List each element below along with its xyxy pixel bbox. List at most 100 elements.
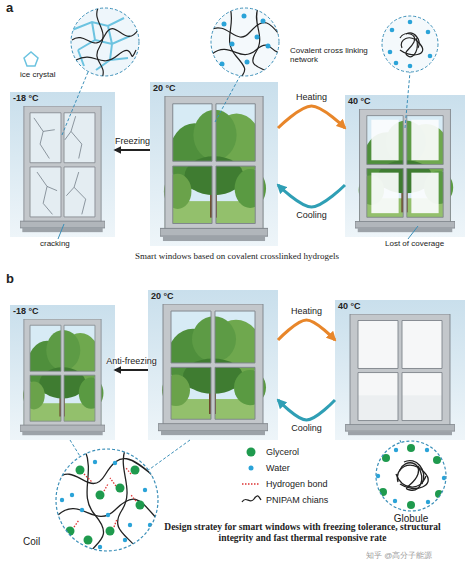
water-molecule — [425, 448, 429, 452]
scene-panel — [148, 290, 278, 440]
callout-leader — [58, 224, 64, 239]
glycerol-molecule — [407, 444, 415, 452]
legend-item: PNIPAM chians — [240, 494, 328, 506]
glycerol-molecule — [433, 456, 441, 464]
water-molecule — [428, 54, 433, 59]
glycerol-molecule — [136, 501, 145, 510]
water-molecule — [393, 499, 397, 503]
water-molecule — [98, 545, 102, 549]
legend-sample — [240, 446, 262, 458]
globule-background — [376, 441, 446, 511]
window-frame — [345, 314, 455, 435]
polymer-chain — [72, 29, 138, 43]
water-molecule — [93, 460, 97, 464]
panel-caption: Smart windows based on covalent crosslin… — [0, 251, 474, 261]
water-molecule — [388, 50, 393, 55]
leader-line — [400, 440, 402, 443]
process-arrow — [278, 400, 335, 420]
water-molecule — [143, 488, 147, 492]
window-panel: 20 °C — [148, 290, 278, 440]
water-molecule — [394, 448, 398, 452]
zoom-circle — [211, 8, 279, 76]
window-frame — [160, 96, 268, 241]
polymer-chain — [210, 23, 282, 38]
zoom-circle-node: Globule — [375, 440, 447, 512]
scene-panel — [335, 300, 465, 440]
legend-label: Glycerol — [266, 447, 299, 457]
glycerol-molecule — [131, 466, 140, 475]
legend-chain-sample — [242, 496, 261, 502]
collapsed-network — [388, 20, 433, 69]
annotation: cracking — [40, 239, 70, 248]
polymer-chain — [406, 33, 419, 48]
zoom-circle — [71, 8, 139, 76]
zoom-circle — [382, 16, 438, 72]
coil-structure — [56, 450, 158, 552]
window-frame — [20, 319, 105, 435]
window-panel: -18 °C — [10, 305, 115, 440]
process-arrow — [278, 185, 345, 207]
pnipam-chain — [404, 461, 424, 484]
leader-line — [148, 440, 190, 470]
polymer-chain — [212, 45, 282, 54]
legend-item: Glycerol — [240, 446, 299, 458]
legend-sample — [240, 462, 262, 474]
legend-line-sample — [242, 483, 260, 485]
globule-structure — [376, 444, 446, 509]
scene-panel — [10, 305, 115, 440]
process-arrow — [115, 369, 148, 371]
arrow-label: Anti-freezing — [92, 356, 172, 366]
temperature-label: 40 °C — [348, 96, 371, 106]
legend-item: Hydrogen bond — [240, 478, 328, 490]
arrow-label: Freezing — [93, 136, 173, 146]
window-panel: 40 °C — [345, 95, 465, 237]
scene-panel — [150, 82, 278, 246]
arrow-label: Heating — [267, 306, 347, 316]
process-arrow — [115, 149, 150, 151]
temperature-label: 40 °C — [338, 301, 361, 311]
water-molecule — [60, 498, 64, 502]
process-arrow — [278, 106, 345, 128]
water-molecule — [255, 35, 260, 40]
polymer-chain — [97, 8, 104, 78]
glycerol-molecule — [407, 501, 415, 509]
circle-outline — [375, 440, 447, 512]
legend-swatch — [249, 466, 254, 471]
window-frame — [20, 106, 105, 232]
panel-letter: b — [6, 272, 14, 287]
temperature-label: 20 °C — [153, 83, 176, 93]
temperature-label: -18 °C — [13, 306, 39, 316]
zoom-leader — [62, 72, 88, 135]
water-molecule — [220, 62, 225, 67]
structure-label: Coil — [23, 536, 40, 547]
annotation: ice crystal — [20, 70, 56, 79]
hydrogen-bond — [74, 468, 136, 527]
callout-leader — [408, 226, 418, 239]
water-molecule — [128, 523, 132, 527]
window-panel: 20 °C — [150, 82, 278, 246]
zoom-leader — [405, 72, 410, 128]
water-molecule — [70, 493, 74, 497]
annotation: Covalent cross linking network — [290, 46, 382, 64]
legend-label: PNIPAM chians — [266, 495, 328, 505]
scene-panel — [345, 95, 465, 237]
glycerol-molecule — [96, 491, 105, 500]
circle-outline — [376, 441, 446, 511]
circle-outline — [56, 449, 158, 551]
ice-network — [72, 8, 138, 78]
water-molecule — [394, 61, 399, 66]
water-molecule — [113, 461, 117, 465]
water-molecule — [123, 538, 127, 542]
polymer-chain — [400, 34, 417, 57]
glycerol-molecule — [84, 536, 93, 545]
pnipam-chain — [56, 459, 158, 484]
water-molecule — [80, 508, 84, 512]
scene-panel — [10, 92, 115, 237]
temperature-label: 20 °C — [151, 291, 174, 301]
glycerol-molecule — [106, 527, 115, 536]
glycerol-molecule — [76, 466, 85, 475]
legend-label: Hydrogen bond — [266, 479, 328, 489]
water-molecule — [230, 42, 235, 47]
figure-caption: Design stratey for smart windows with fr… — [160, 522, 445, 545]
